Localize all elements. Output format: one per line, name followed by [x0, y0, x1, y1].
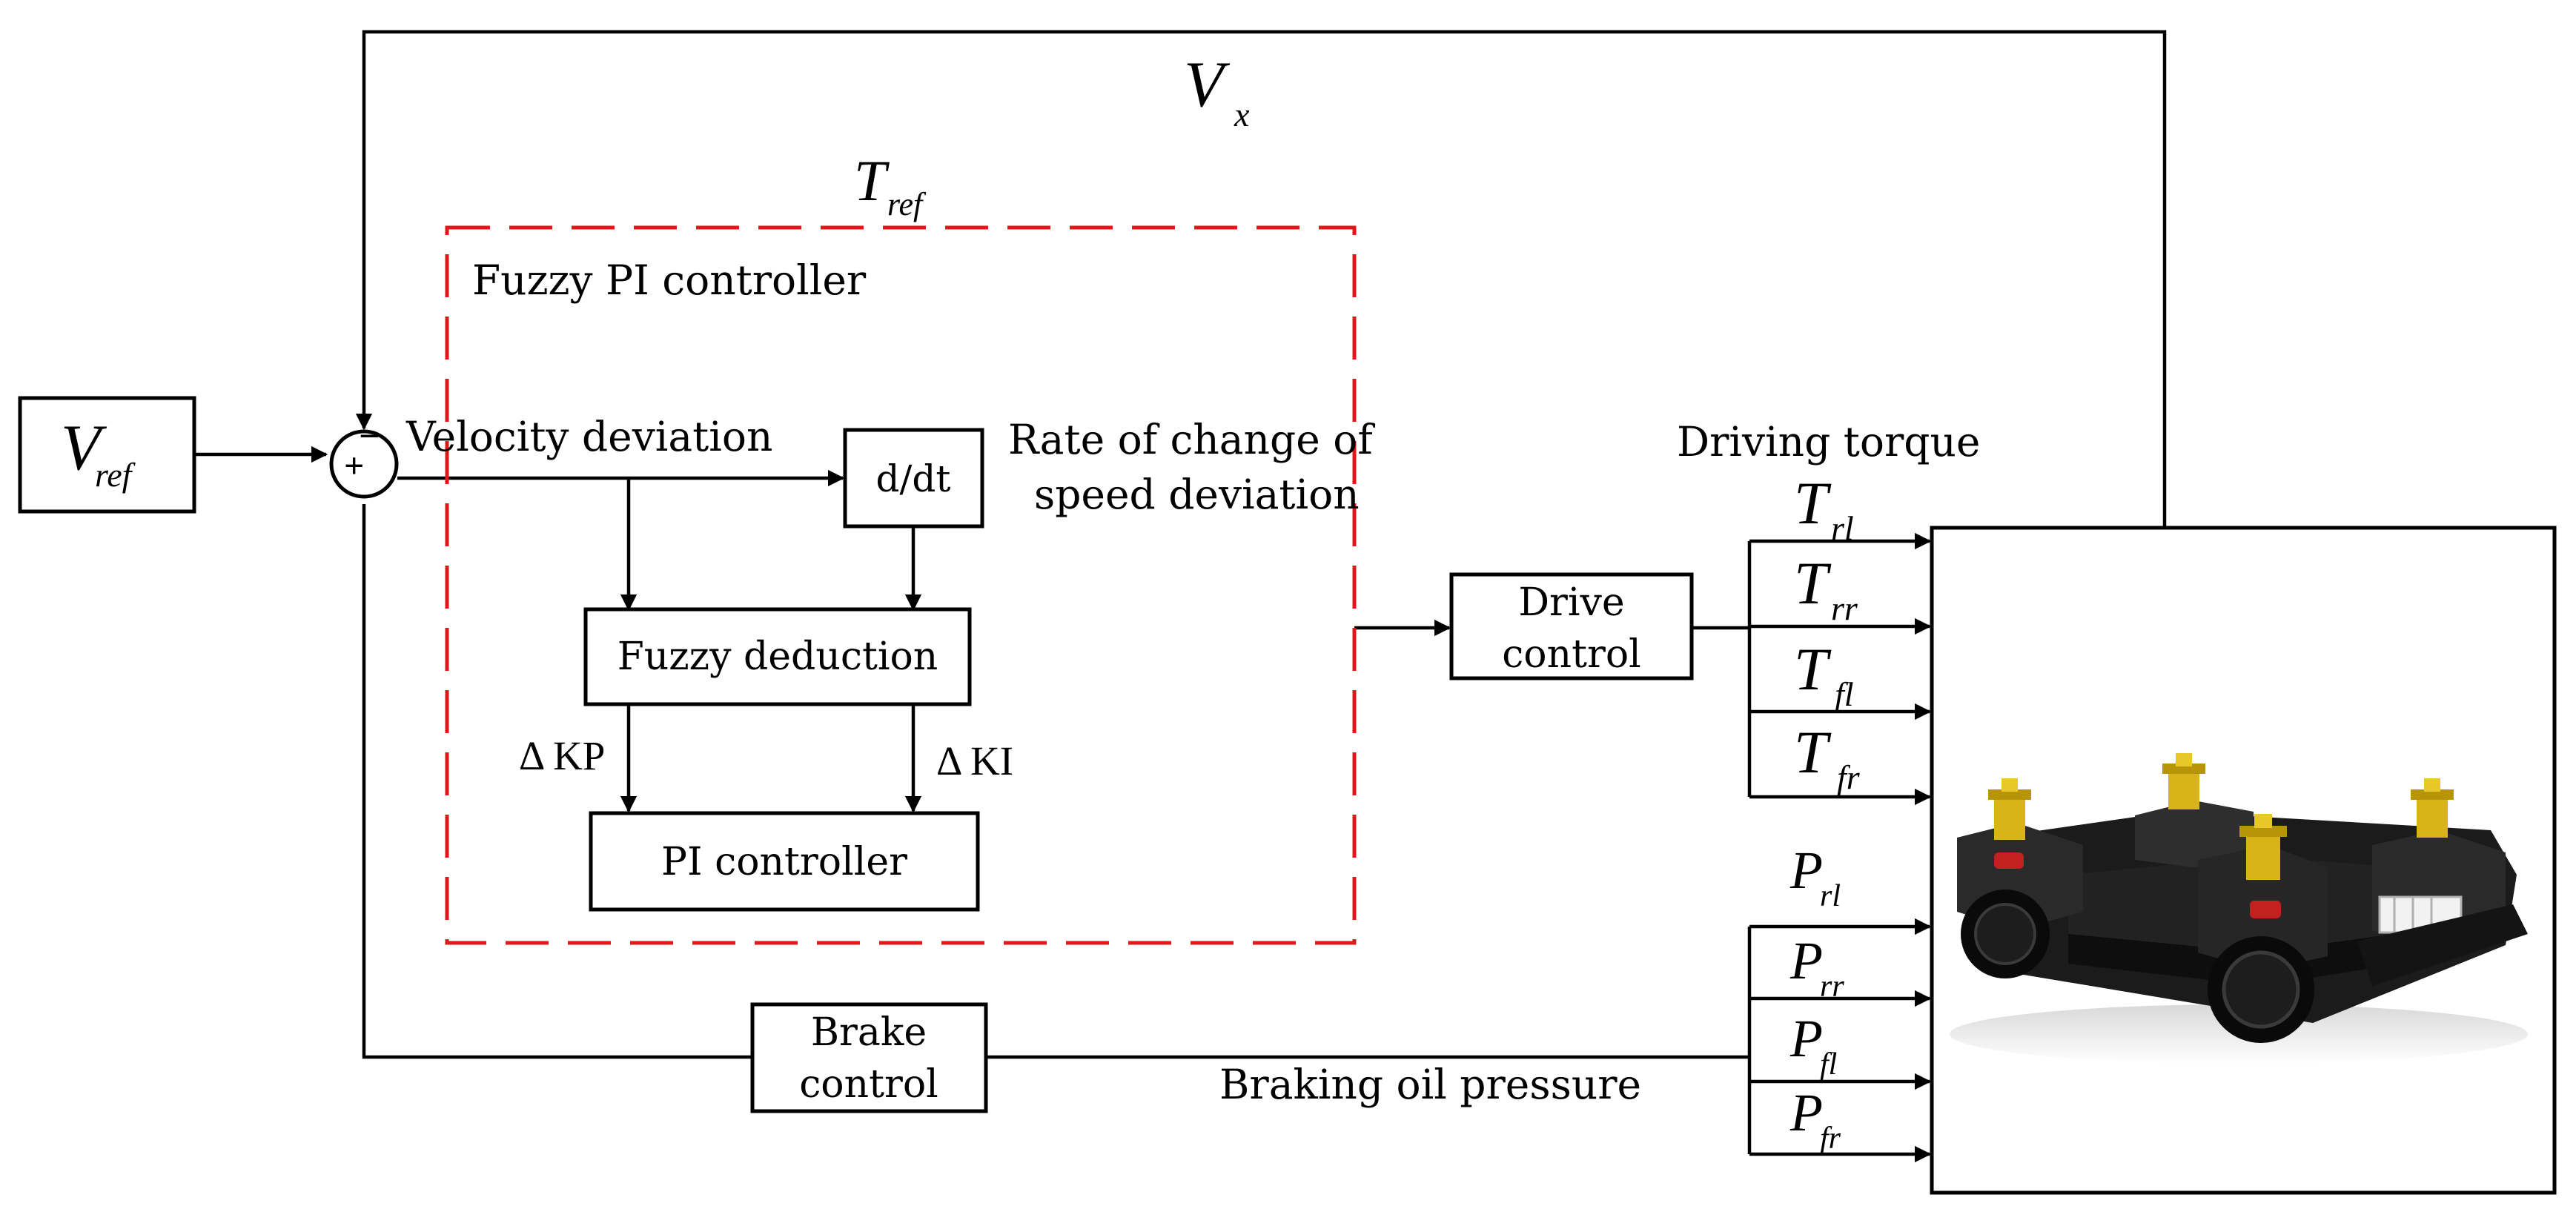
fuzzy-deduction-block: Fuzzy deduction	[583, 607, 972, 706]
tref-label: T ref	[854, 148, 927, 222]
svg-text:fl: fl	[1820, 1047, 1837, 1082]
svg-text:control: control	[799, 1062, 938, 1107]
svg-text:V: V	[1184, 49, 1231, 121]
svg-text:Drive: Drive	[1518, 580, 1624, 625]
svg-text:fl: fl	[1835, 675, 1854, 713]
fuzzy-pi-controller-title: Fuzzy PI controller	[472, 256, 867, 304]
svg-text:rr: rr	[1820, 970, 1844, 1004]
sum-to-brake-line	[362, 504, 752, 1059]
svg-text:T: T	[1794, 469, 1832, 537]
actuator-rear-left	[1988, 778, 2031, 840]
svg-text:T: T	[854, 148, 890, 213]
svg-text:P: P	[1789, 931, 1823, 990]
svg-text:ref: ref	[887, 186, 927, 222]
brake-control-block: Brake control	[750, 1002, 988, 1113]
delta-kp-label: Δ KP	[519, 733, 605, 778]
svg-text:fr: fr	[1820, 1122, 1841, 1156]
pressure-label-fl: P fl	[1789, 1009, 1837, 1082]
svg-text:Fuzzy deduction: Fuzzy deduction	[617, 635, 938, 679]
pressure-label-fr: P fr	[1789, 1083, 1841, 1156]
vref-block: V ref	[18, 396, 196, 514]
delta-ki-label: Δ KI	[936, 738, 1013, 784]
svg-text:P: P	[1789, 1083, 1823, 1142]
svg-text:fr: fr	[1837, 758, 1861, 796]
svg-text:Brake: Brake	[811, 1010, 927, 1055]
braking-oil-pressure-label: Braking oil pressure	[1219, 1061, 1641, 1108]
svg-text:ref: ref	[95, 456, 136, 494]
vx-label: V x	[1184, 49, 1250, 133]
torque-label-rl: T rl	[1794, 469, 1854, 547]
fuzzy-pi-controller-boundary	[445, 225, 1357, 945]
svg-text:x: x	[1234, 96, 1250, 133]
torque-label-fr: T fr	[1794, 718, 1861, 796]
torque-label-rr: T rr	[1794, 549, 1858, 627]
drive-control-block: Drive control	[1449, 572, 1694, 680]
svg-text:T: T	[1794, 549, 1832, 617]
rate-of-change-label-line2: speed deviation	[1034, 471, 1360, 518]
pressure-label-rr: P rr	[1789, 931, 1844, 1004]
svg-text:−: −	[359, 415, 380, 457]
actuator-front-left	[2239, 814, 2287, 880]
pressure-label-rl: P rl	[1789, 841, 1841, 913]
svg-text:PI controller: PI controller	[661, 840, 907, 884]
vx-feedback-line	[355, 30, 2167, 528]
svg-text:control: control	[1502, 632, 1641, 677]
svg-text:V: V	[61, 412, 107, 484]
summing-junction: + −	[329, 415, 399, 499]
velocity-deviation-label: Velocity deviation	[405, 413, 772, 460]
svg-text:P: P	[1789, 1009, 1823, 1068]
derivative-block: d/dt	[843, 428, 984, 529]
rate-of-change-label-line1: Rate of change of	[1008, 416, 1375, 463]
driving-torque-label: Driving torque	[1677, 418, 1980, 466]
torque-label-fl: T fl	[1794, 635, 1854, 713]
actuator-front-right	[2411, 778, 2454, 838]
actuator-rear-right	[2162, 753, 2205, 809]
svg-text:T: T	[1794, 635, 1832, 703]
svg-text:rl: rl	[1820, 879, 1841, 913]
svg-text:rl: rl	[1831, 509, 1854, 547]
svg-text:P: P	[1789, 841, 1823, 900]
svg-text:T: T	[1794, 718, 1832, 786]
svg-text:d/dt: d/dt	[876, 457, 951, 500]
svg-text:+: +	[344, 446, 364, 486]
pi-controller-block: PI controller	[589, 811, 980, 912]
svg-text:rr: rr	[1831, 589, 1858, 627]
vehicle-chassis-image	[1950, 753, 2528, 1064]
